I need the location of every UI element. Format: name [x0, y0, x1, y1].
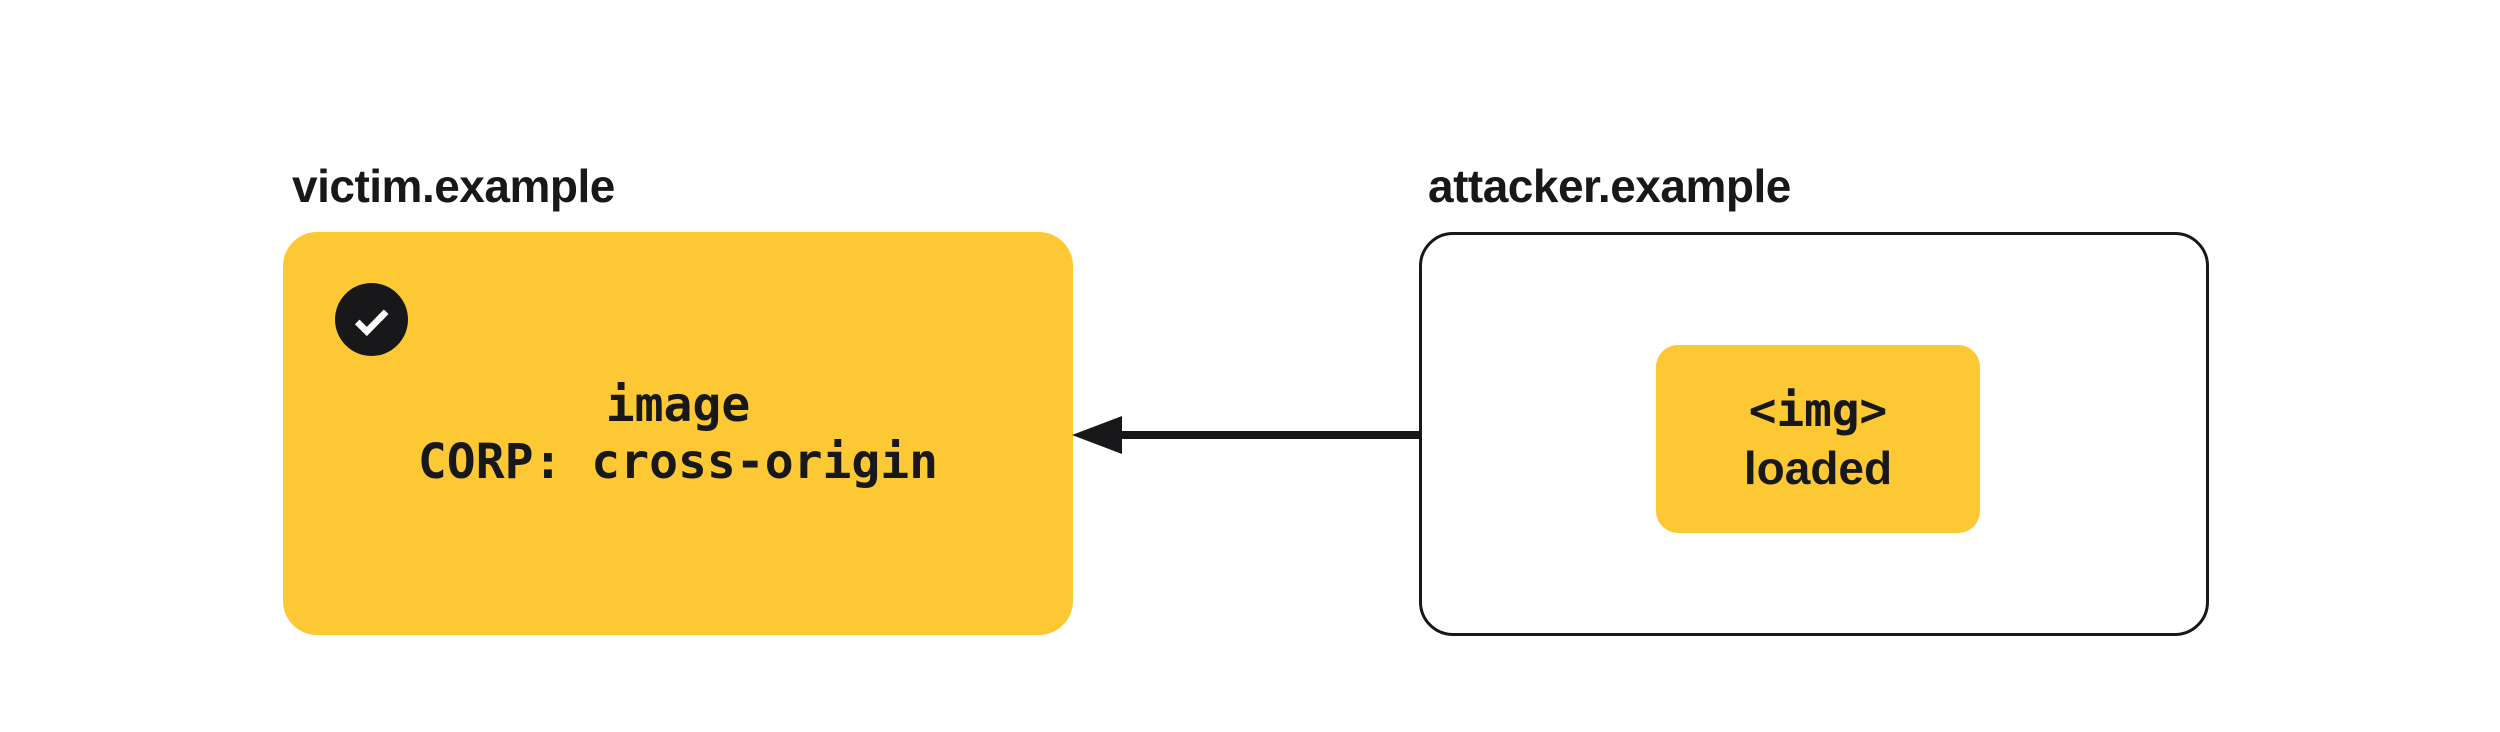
victim-corp-header-label: CORP: cross-origin	[417, 433, 939, 490]
attacker-server-box: <img> loaded	[1419, 232, 2209, 636]
request-arrow-line	[1116, 431, 1654, 439]
victim-domain-label: victim.example	[292, 160, 615, 212]
img-tag-label: <img>	[1748, 383, 1888, 437]
check-circle-icon	[335, 283, 408, 356]
request-arrow-head-left-icon	[1072, 416, 1122, 454]
victim-server-box: image CORP: cross-origin	[283, 232, 1073, 635]
attacker-img-request-box: <img> loaded	[1656, 345, 1980, 533]
attacker-domain-label: attacker.example	[1428, 160, 1791, 212]
victim-resource-label: image	[605, 376, 751, 433]
img-loaded-label: loaded	[1743, 442, 1893, 494]
victim-box-text: image CORP: cross-origin	[418, 377, 938, 491]
